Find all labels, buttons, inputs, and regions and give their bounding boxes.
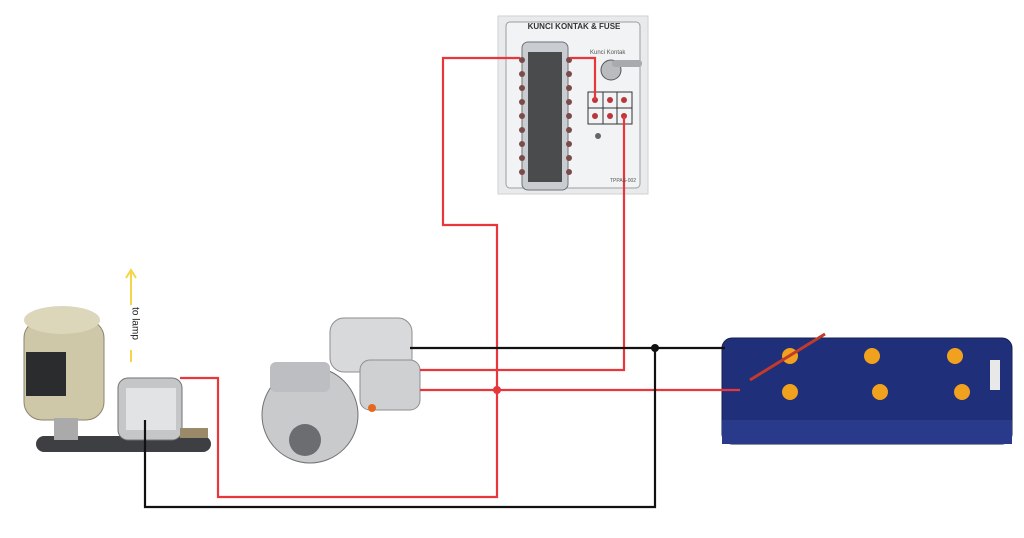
ground-junction-dot	[651, 344, 659, 352]
lamp-label: to lamp	[129, 307, 141, 340]
lamp-arrow	[125, 268, 137, 362]
red-wire-relay-to-starter	[420, 116, 626, 372]
alternator	[117, 377, 208, 441]
red-wire-fuse-to-alternator	[180, 56, 520, 499]
battery	[721, 332, 1013, 445]
fuse-panel	[497, 15, 649, 195]
starter-motor	[261, 317, 421, 464]
electric-motor	[23, 306, 211, 452]
key-label: Kunci Kontak	[590, 50, 626, 56]
red-junction-dot	[493, 386, 501, 394]
ground-wire-to-alternator	[143, 348, 657, 509]
red-wire-fuse-to-key	[570, 56, 597, 100]
panel-title: KUNCI KONTAK & FUSE	[527, 22, 621, 31]
model-label: TPPAS-002	[610, 178, 637, 184]
